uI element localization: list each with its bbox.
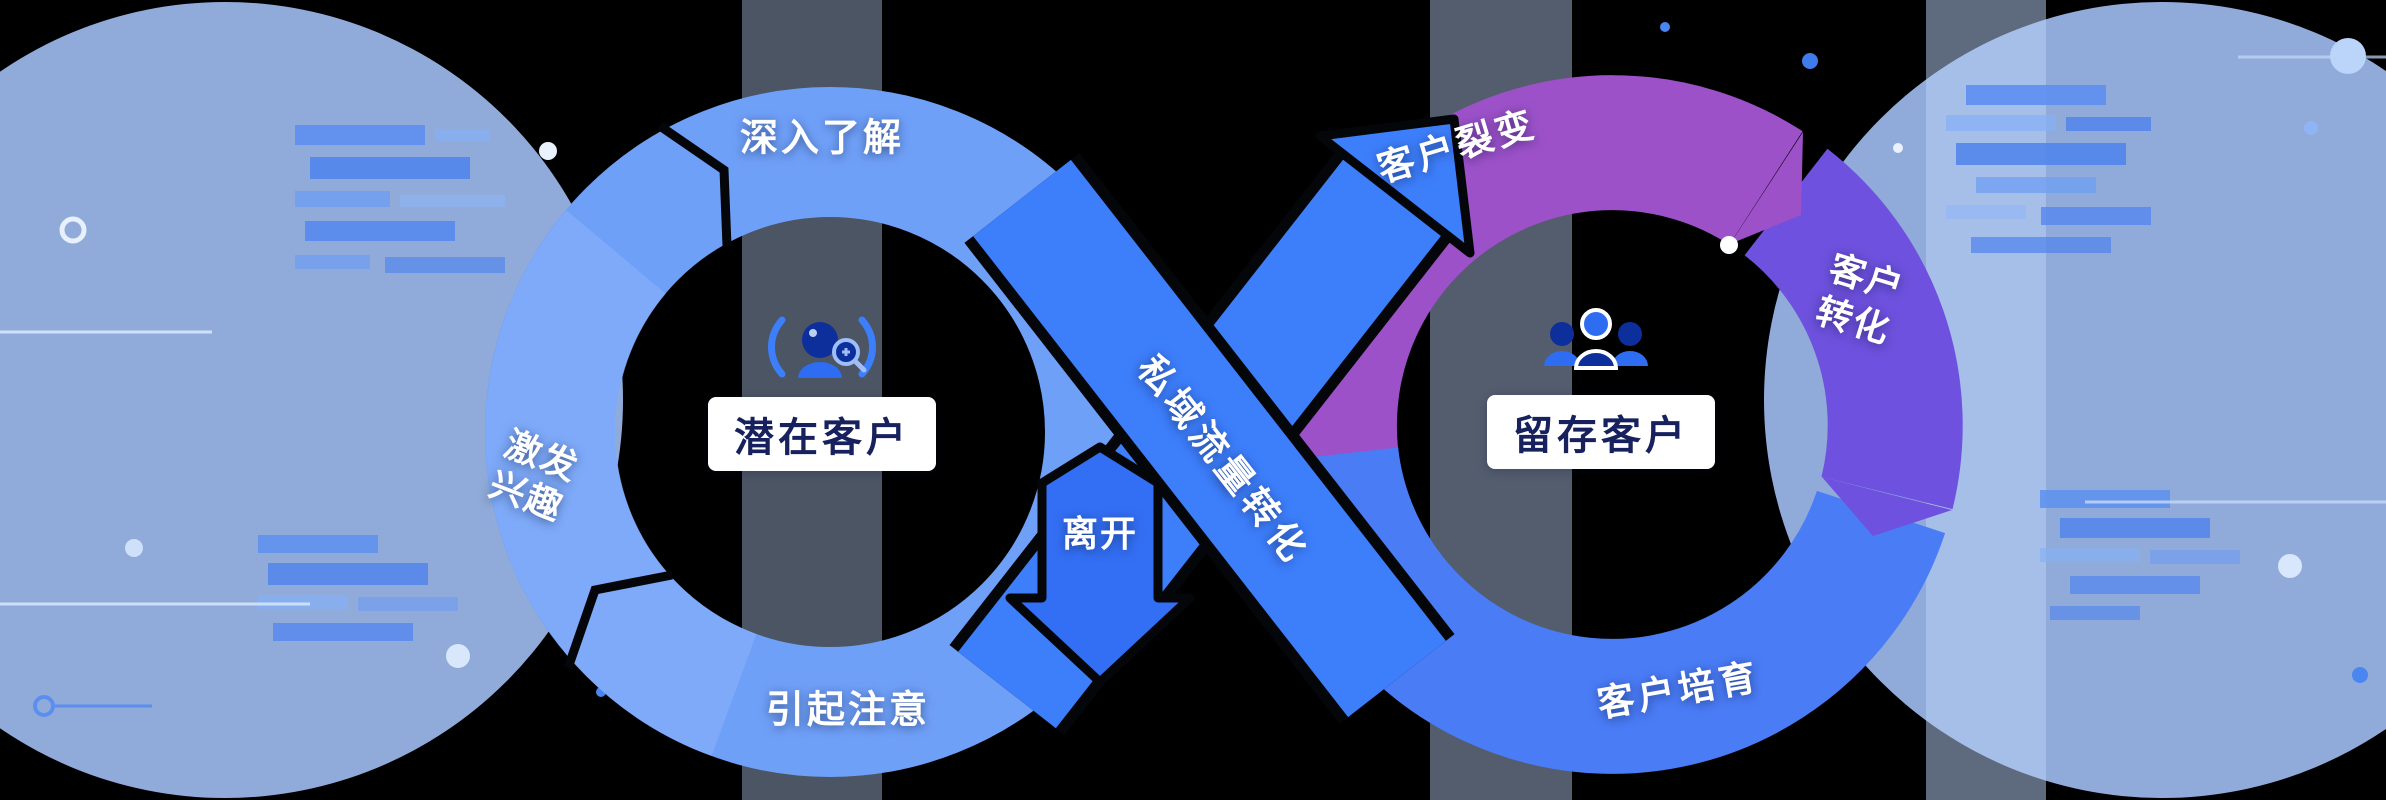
sparkle-dots [59, 22, 2368, 697]
stage-label-deep-understanding: 深入了解 [739, 115, 905, 160]
mosaic-decoration [295, 125, 505, 273]
segment-conversion [1743, 148, 1963, 510]
segment-junction-dot [1720, 236, 1738, 254]
user-group-icon [1521, 290, 1671, 394]
segment-notch [657, 122, 732, 247]
leave-label: 离开 [1061, 514, 1139, 555]
fission-arrow-tip [1730, 132, 1803, 244]
conversion-arrow-tip [1822, 477, 1952, 536]
search-user-icon [747, 293, 897, 407]
prospect-center-text: 潜在客户 [734, 415, 910, 461]
leave-arrow [1005, 442, 1195, 687]
mosaic-decoration [1946, 85, 2151, 253]
big-circle-right [1764, 2, 2386, 798]
prospect-center-label: 潜在客户 [708, 397, 936, 471]
retained-center-label: 留存客户 [1487, 395, 1715, 469]
band-up-arrowhead [1315, 114, 1475, 258]
prospect-ring [485, 87, 1175, 777]
segment-notch [563, 570, 673, 670]
mosaic-decoration [2040, 490, 2240, 620]
retained-center-text: 留存客户 [1513, 413, 1689, 459]
stage-label-attract-attention: 引起注意 [765, 687, 931, 732]
band-down [973, 159, 1446, 718]
prospect-ring-highlight [485, 210, 758, 757]
